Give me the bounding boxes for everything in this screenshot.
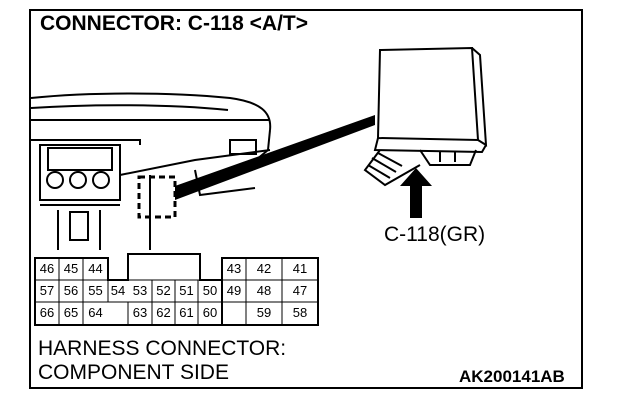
caption-line1: HARNESS CONNECTOR: xyxy=(38,337,287,360)
pin-label: 44 xyxy=(88,261,103,276)
pin-label: 52 xyxy=(156,283,171,298)
pin-label: 43 xyxy=(226,261,242,276)
pin-label: 61 xyxy=(179,305,194,320)
connector-face xyxy=(34,253,319,326)
pin-label: 62 xyxy=(156,305,171,320)
pin-label: 55 xyxy=(88,283,103,298)
pin-label: 49 xyxy=(226,283,242,298)
pin-label: 42 xyxy=(256,261,272,276)
pin-label: 66 xyxy=(39,305,55,320)
pin-label: 48 xyxy=(256,283,272,298)
leader-beam xyxy=(175,115,375,200)
pin-label: 57 xyxy=(39,283,55,298)
connector-grid xyxy=(35,258,318,325)
diagram-frame xyxy=(29,9,583,389)
location-box xyxy=(137,175,177,219)
caption-line2: COMPONENT SIDE xyxy=(38,361,229,384)
pin-label: 56 xyxy=(63,283,79,298)
pin-label: 60 xyxy=(202,305,218,320)
connector-label: C-118(GR) xyxy=(384,223,486,246)
pin-label: 51 xyxy=(179,283,194,298)
pin-label: 41 xyxy=(292,261,308,276)
pin-label: 53 xyxy=(132,283,148,298)
pin-label: 46 xyxy=(39,261,55,276)
pin-label: 45 xyxy=(63,261,79,276)
pin-label: 47 xyxy=(292,283,308,298)
arrow-pointer xyxy=(400,168,432,218)
pin-label: 65 xyxy=(63,305,79,320)
pin-label: 50 xyxy=(202,283,218,298)
pin-label: 54 xyxy=(110,283,126,298)
pin-label: 58 xyxy=(292,305,308,320)
page-title: CONNECTOR: C-118 <A/T> xyxy=(40,12,309,35)
pin-label: 63 xyxy=(132,305,148,320)
ecu-module xyxy=(363,46,488,187)
pin-label: 59 xyxy=(256,305,272,320)
figure-code: AK200141AB xyxy=(459,367,565,386)
pin-label: 64 xyxy=(88,305,103,320)
